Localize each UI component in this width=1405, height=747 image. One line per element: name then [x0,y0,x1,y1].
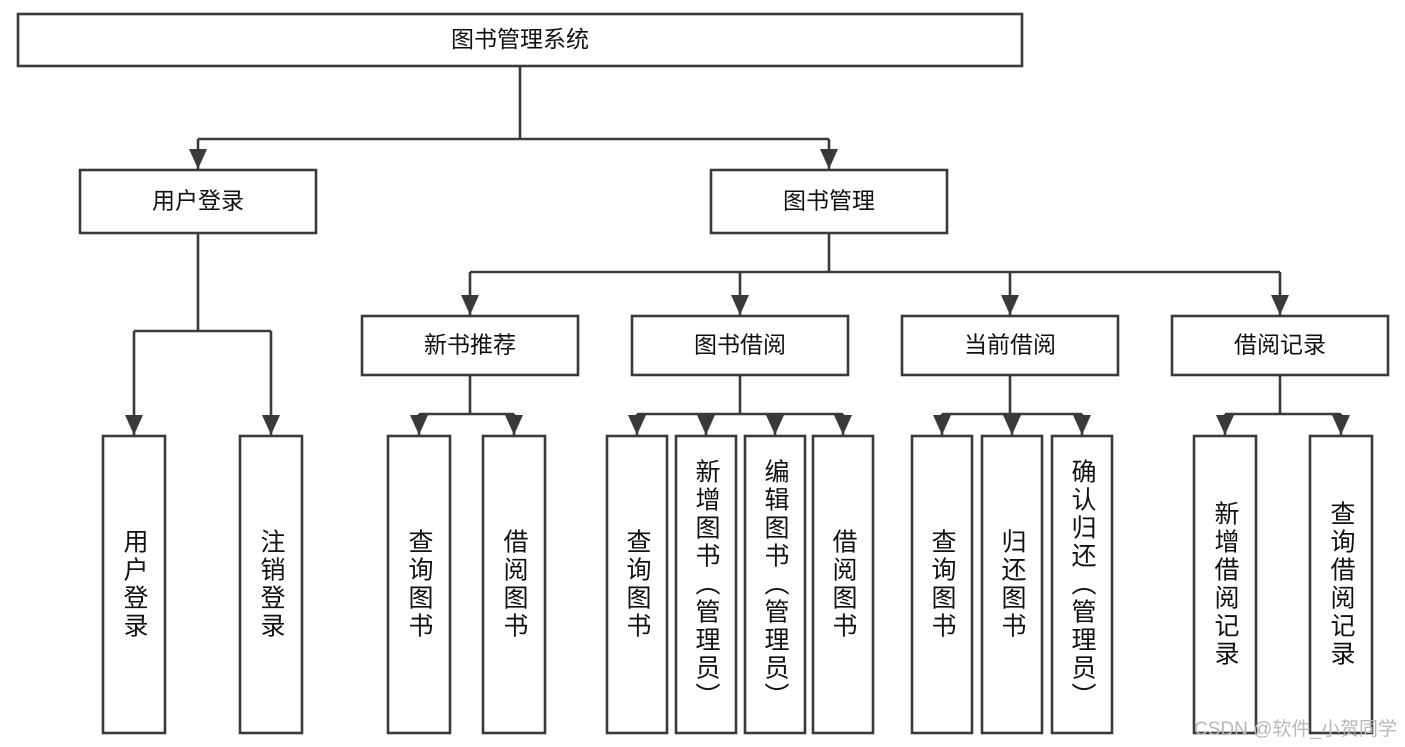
node-leaf-2[interactable]: 查询图书 [386,434,452,735]
node-leaf-3[interactable]: 借阅图书 [481,434,547,735]
node-label: 新书推荐 [424,332,516,358]
node-level2-1[interactable]: 图书管理 [709,168,949,235]
node-box [101,434,167,735]
node-leaf-10[interactable]: 确认归还（管理员） [1050,434,1114,735]
node-box [910,434,974,735]
node-box [386,434,452,735]
node-leaf-12[interactable]: 查询借阅记录 [1308,434,1374,735]
node-label: 编辑图书（管理员） [761,459,790,711]
node-level3-3[interactable]: 借阅记录 [1170,314,1390,377]
node-label: 图书借阅 [694,332,786,358]
node-leaf-7[interactable]: 借阅图书 [811,434,875,735]
node-label: 新增图书（管理员） [692,459,721,711]
node-label: 查询图书 [623,529,652,641]
node-box [238,434,304,735]
node-box [811,434,875,735]
node-box [1192,434,1258,735]
node-box [674,434,738,735]
node-box [16,12,1024,68]
node-leaf-1[interactable]: 注销登录 [238,434,304,735]
node-leaf-11[interactable]: 新增借阅记录 [1192,434,1258,735]
node-leaf-8[interactable]: 查询图书 [910,434,974,735]
node-label: 归还图书 [998,529,1027,641]
node-level2-0[interactable]: 用户登录 [78,168,318,235]
node-label: 用户登录 [152,188,244,214]
node-box [743,434,807,735]
node-box [1170,314,1390,377]
node-box [605,434,669,735]
node-box [900,314,1120,377]
node-label: 用户登录 [120,529,149,641]
node-leaf-5[interactable]: 新增图书（管理员） [674,434,738,735]
node-level3-1[interactable]: 图书借阅 [630,314,850,377]
node-label: 新增借阅记录 [1211,501,1240,669]
node-label: 借阅图书 [829,529,858,641]
node-label: 当前借阅 [964,332,1056,358]
node-box [481,434,547,735]
node-label: 图书管理 [783,188,875,214]
node-label: 借阅图书 [500,529,529,641]
node-leaf-6[interactable]: 编辑图书（管理员） [743,434,807,735]
node-box [360,314,580,377]
edges-layer [125,66,1350,435]
node-level3-2[interactable]: 当前借阅 [900,314,1120,377]
nodes-layer: 图书管理系统用户登录图书管理新书推荐图书借阅当前借阅借阅记录用户登录注销登录查询… [16,12,1390,735]
node-label: 查询借阅记录 [1327,501,1356,669]
node-label: 借阅记录 [1234,332,1326,358]
node-box [709,168,949,235]
node-box [980,434,1044,735]
node-box [1050,434,1114,735]
node-leaf-9[interactable]: 归还图书 [980,434,1044,735]
node-label: 查询图书 [405,529,434,641]
node-label: 图书管理系统 [451,26,589,52]
node-root-0[interactable]: 图书管理系统 [16,12,1024,68]
node-box [630,314,850,377]
node-leaf-4[interactable]: 查询图书 [605,434,669,735]
node-box [1308,434,1374,735]
node-box [78,168,318,235]
node-label: 确认归还（管理员） [1068,459,1097,711]
node-leaf-0[interactable]: 用户登录 [101,434,167,735]
node-label: 查询图书 [928,529,957,641]
node-level3-0[interactable]: 新书推荐 [360,314,580,377]
node-label: 注销登录 [257,529,286,641]
